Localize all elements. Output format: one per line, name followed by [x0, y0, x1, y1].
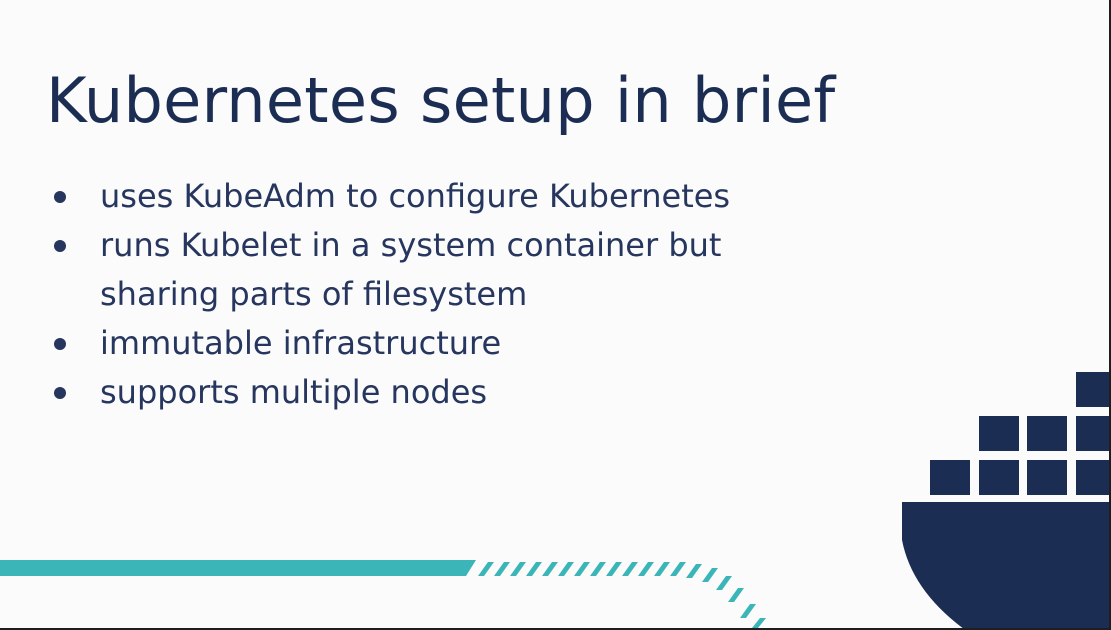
bullet-item: runs Kubelet in a system container but s… [52, 221, 730, 319]
bullet-dot-icon [54, 338, 66, 350]
bullet-text: immutable infrastructure [100, 324, 502, 362]
bullet-text: supports multiple nodes [100, 373, 488, 411]
bullet-item: immutable infrastructure [52, 319, 730, 368]
bullet-dot-icon [54, 191, 66, 203]
bullet-item: supports multiple nodes [52, 368, 730, 417]
bullet-text-continued: sharing parts of filesystem [100, 275, 528, 313]
teal-stripe-decoration [0, 560, 766, 628]
bullet-dot-icon [54, 387, 66, 399]
bullet-list: uses KubeAdm to configure Kubernetes run… [52, 172, 730, 417]
slide-title: Kubernetes setup in brief [46, 64, 836, 137]
bullet-text: runs Kubelet in a system container but [100, 226, 722, 264]
bullet-dot-icon [54, 240, 66, 252]
bullet-item: uses KubeAdm to configure Kubernetes [52, 172, 730, 221]
bullet-text: uses KubeAdm to configure Kubernetes [100, 177, 731, 215]
